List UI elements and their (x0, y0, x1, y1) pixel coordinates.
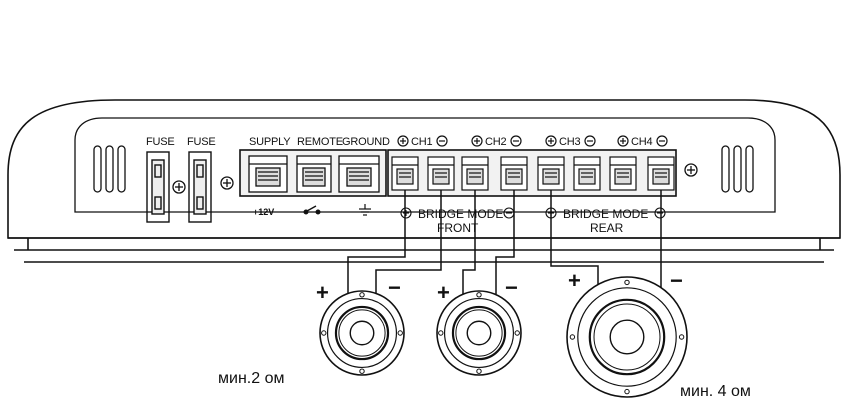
speaker1-minus-sign: − (388, 275, 401, 300)
speaker-2 (436, 290, 522, 376)
plus-12v-label: +12V (253, 207, 274, 217)
channel-header-ch2: CH2 (471, 135, 522, 148)
bridge-front-line1: BRIDGE MODE (418, 207, 503, 221)
speaker-output-terminal (461, 156, 489, 191)
speaker3-minus-sign: − (670, 268, 683, 293)
ground-label: GROUND (342, 136, 390, 148)
fuse-holders: FUSE FUSE (146, 136, 216, 223)
ground-terminal (338, 155, 380, 193)
channel-header-ch3: CH3 (545, 135, 596, 148)
screw-icons (172, 163, 698, 194)
wire-spk2-plus (462, 190, 476, 294)
speaker-output-terminal (500, 156, 528, 191)
screw-icon (220, 176, 234, 190)
channel-header-ch4: CH4 (617, 135, 668, 148)
fuse-label-2: FUSE (187, 136, 216, 148)
power-terminal-block: SUPPLY REMOTE GROUND +1 (239, 136, 390, 217)
wire-spk1-plus (347, 190, 406, 294)
channel-headers: CH1 CH2 CH3 CH4 (397, 135, 668, 148)
ch3-label: CH3 (559, 136, 580, 148)
speaker-1 (319, 290, 405, 376)
wire-spk1-minus (375, 190, 442, 294)
vent-slots-left (93, 145, 126, 193)
ground-icon (359, 204, 371, 216)
speaker-output-terminal (427, 156, 455, 191)
speaker3-impedance: мин. 4 ом (680, 383, 751, 400)
ch4-label: CH4 (631, 136, 652, 148)
speaker-terminal-block (387, 149, 677, 197)
speaker-wires (347, 190, 662, 294)
bridge-mode-front: BRIDGE MODE FRONT (400, 207, 515, 235)
remote-switch-icon (303, 205, 321, 215)
vent-slots-right (721, 145, 754, 193)
speaker-3 (566, 276, 688, 398)
ch1-label: CH1 (411, 136, 432, 148)
bridge-front-line2: FRONT (437, 221, 479, 235)
fuse-label-1: FUSE (146, 136, 175, 148)
speaker-output-terminal (537, 156, 565, 191)
speaker-output-terminal (647, 156, 675, 191)
speaker2-minus-sign: − (505, 275, 518, 300)
speaker-output-terminal (391, 156, 419, 191)
bridge-mode-rear: BRIDGE MODE REAR (545, 207, 666, 235)
screw-icon (172, 180, 186, 194)
bridge-rear-line2: REAR (590, 221, 624, 235)
speaker-output-terminal (609, 156, 637, 191)
speaker1-impedance: мин.2 ом (218, 370, 284, 387)
speaker2-plus-sign: + (437, 280, 450, 305)
supply-label: SUPPLY (249, 136, 291, 148)
supply-terminal (248, 155, 288, 193)
speaker3-plus-sign: + (568, 268, 581, 293)
speaker-output-terminal (573, 156, 601, 191)
bridge-rear-line1: BRIDGE MODE (563, 207, 648, 221)
speaker1-plus-sign: + (316, 280, 329, 305)
ch2-label: CH2 (485, 136, 506, 148)
screw-icon (684, 163, 698, 177)
wire-spk3-plus (550, 190, 599, 286)
remote-label: REMOTE (297, 136, 343, 148)
wire-spk2-minus (495, 190, 515, 294)
channel-header-ch1: CH1 (397, 135, 448, 148)
speakers (319, 276, 688, 398)
remote-terminal (296, 155, 332, 193)
